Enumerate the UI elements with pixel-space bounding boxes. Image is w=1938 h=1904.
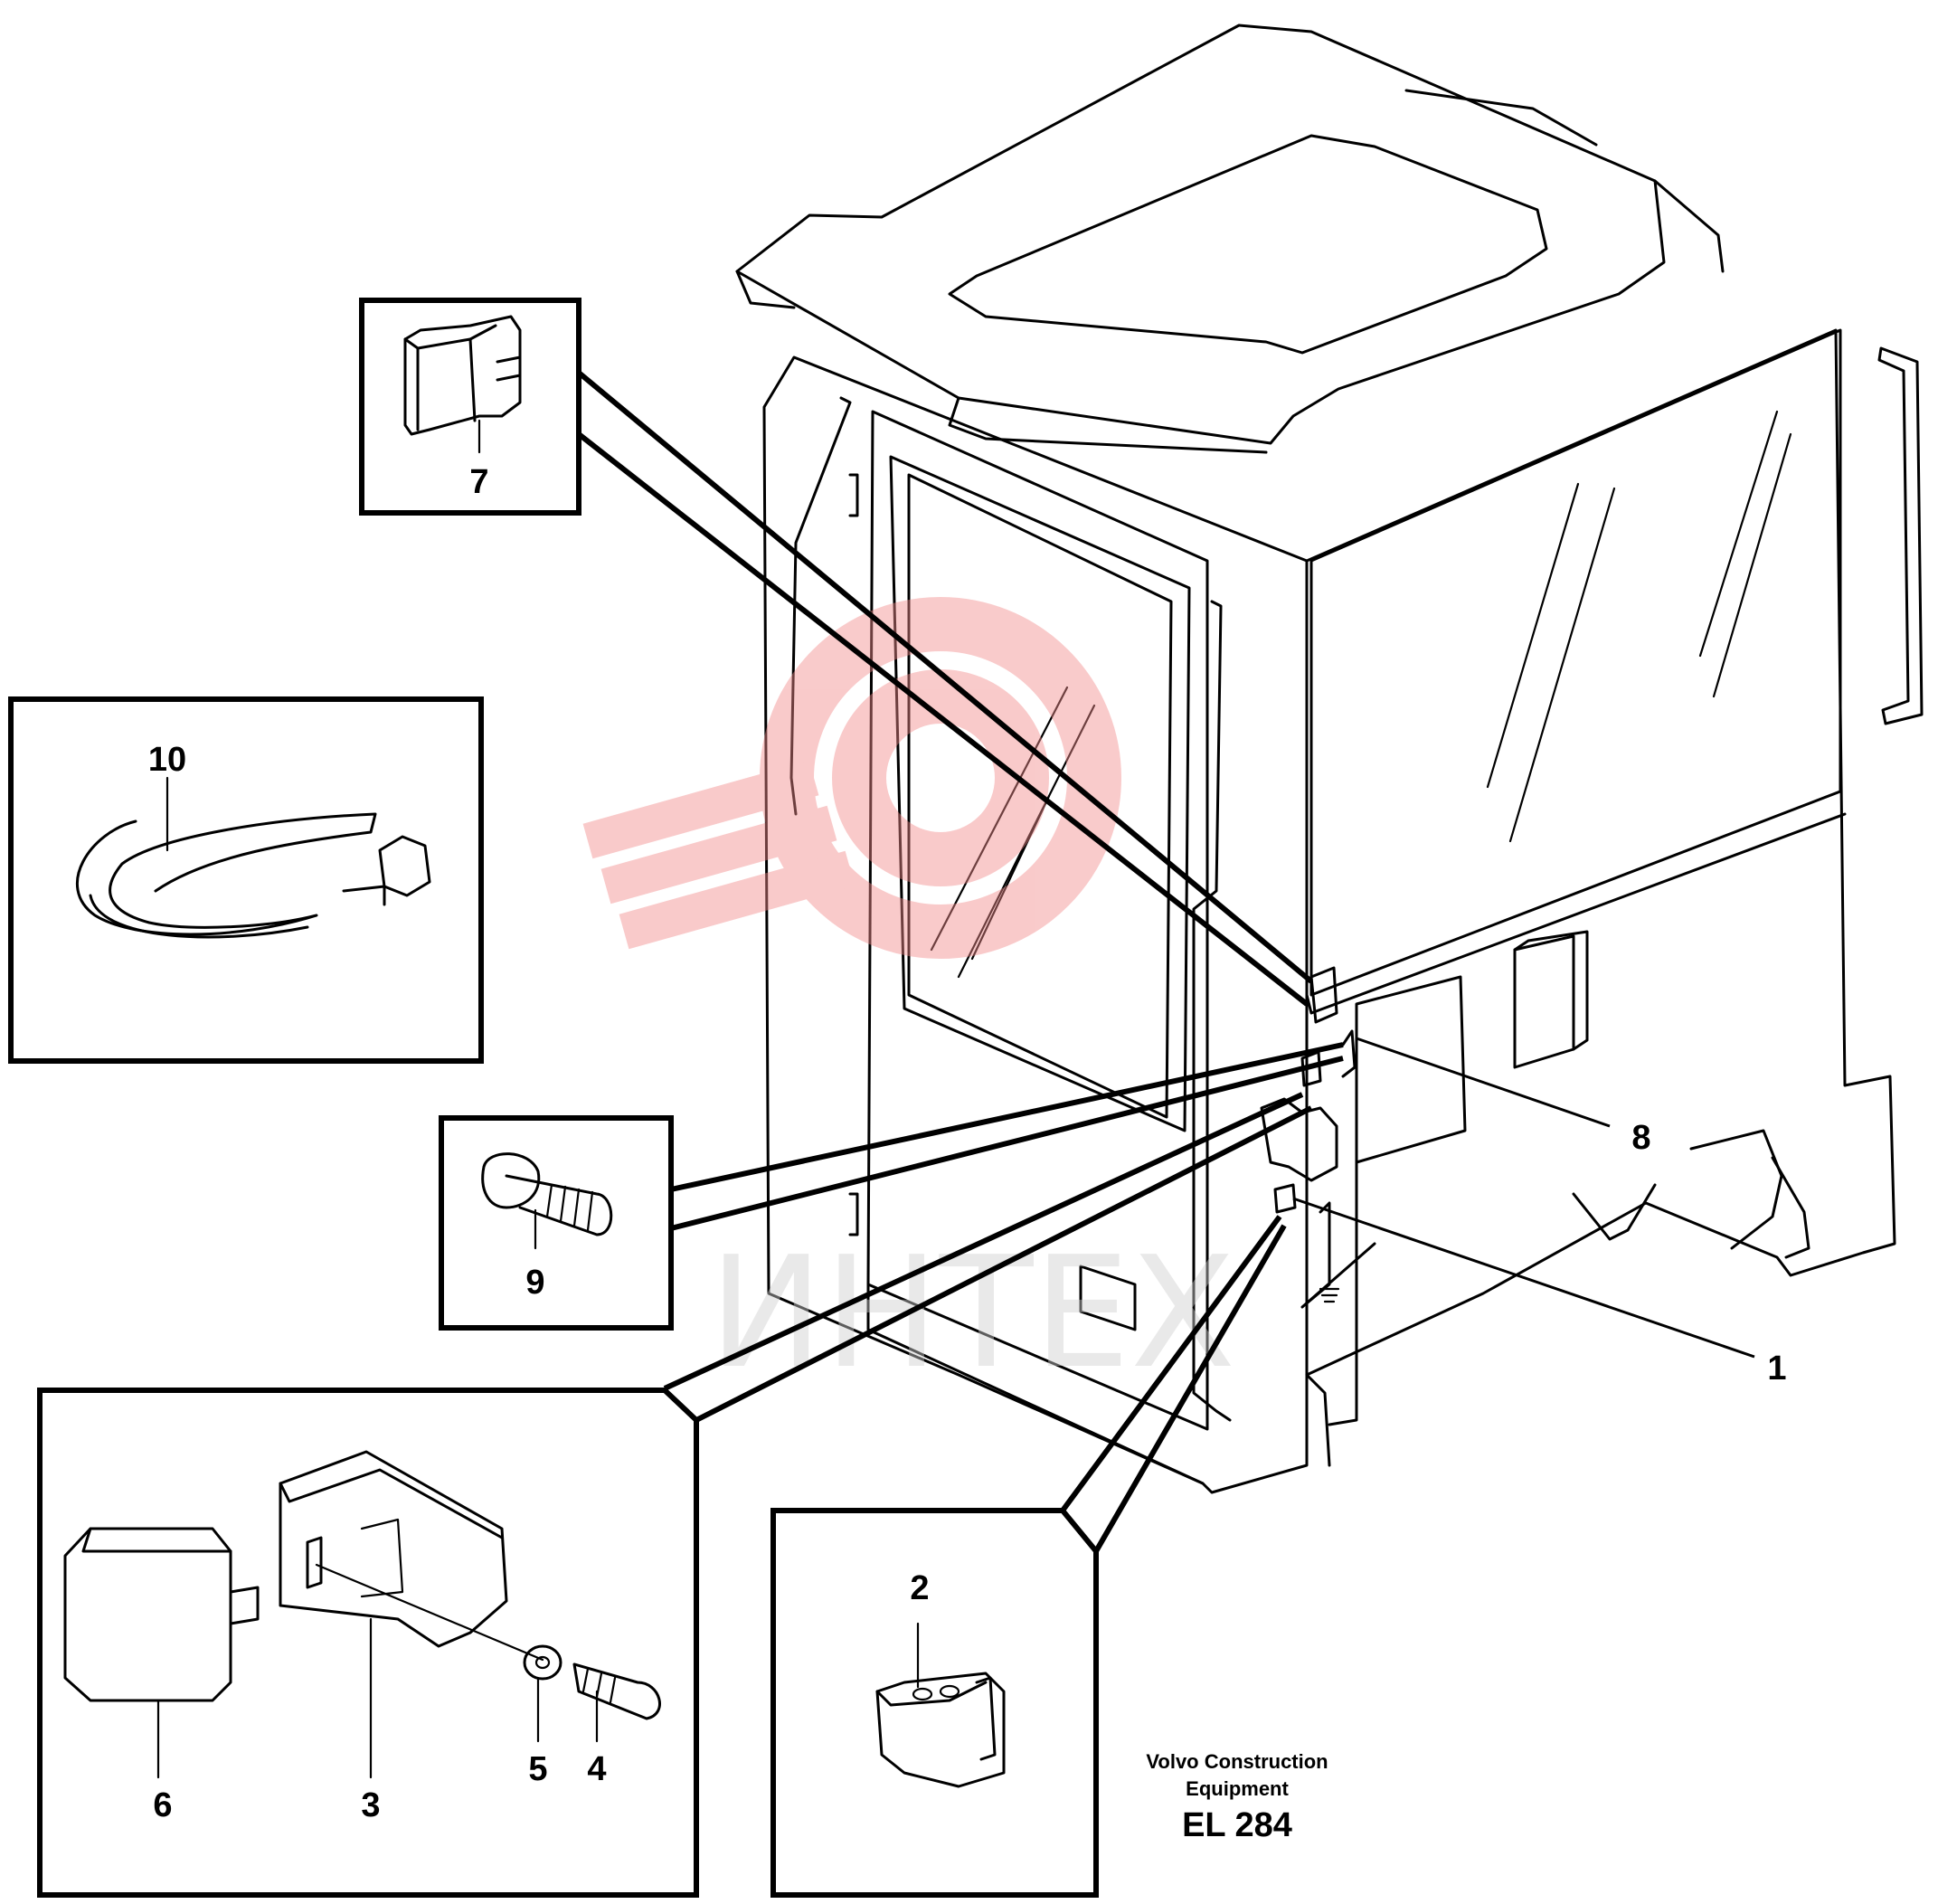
detail-box-3-4-5-6: 6 3 5 4 <box>37 1388 699 1898</box>
detail-box-9: 9 <box>439 1115 674 1331</box>
callout-2: 2 <box>910 1569 929 1607</box>
callout-3: 3 <box>361 1786 380 1824</box>
callout-6: 6 <box>153 1786 172 1824</box>
callout-10: 10 <box>148 741 186 779</box>
caption: Volvo Construction Equipment EL 284 <box>1146 1750 1328 1844</box>
watermark-text: ИНТЕХ <box>709 1224 1236 1403</box>
callout-4: 4 <box>587 1750 606 1788</box>
drawing-code: EL 284 <box>1182 1806 1292 1844</box>
callout-5: 5 <box>528 1750 547 1788</box>
detail-box-10: 10 <box>8 696 484 1064</box>
callout-7: 7 <box>469 463 488 501</box>
cab-illustration <box>735 24 1924 1494</box>
callout-1: 1 <box>1767 1350 1786 1388</box>
caption-line-1: Volvo Construction <box>1146 1750 1328 1773</box>
watermark: ИНТЕХ <box>582 597 1236 1403</box>
callout-9: 9 <box>525 1264 544 1302</box>
callout-8: 8 <box>1631 1119 1650 1157</box>
caption-line-2: Equipment <box>1186 1777 1289 1800</box>
leader-lines <box>577 370 1755 1553</box>
detail-box-2: 2 <box>770 1508 1099 1898</box>
detail-box-7: 7 <box>359 298 581 516</box>
